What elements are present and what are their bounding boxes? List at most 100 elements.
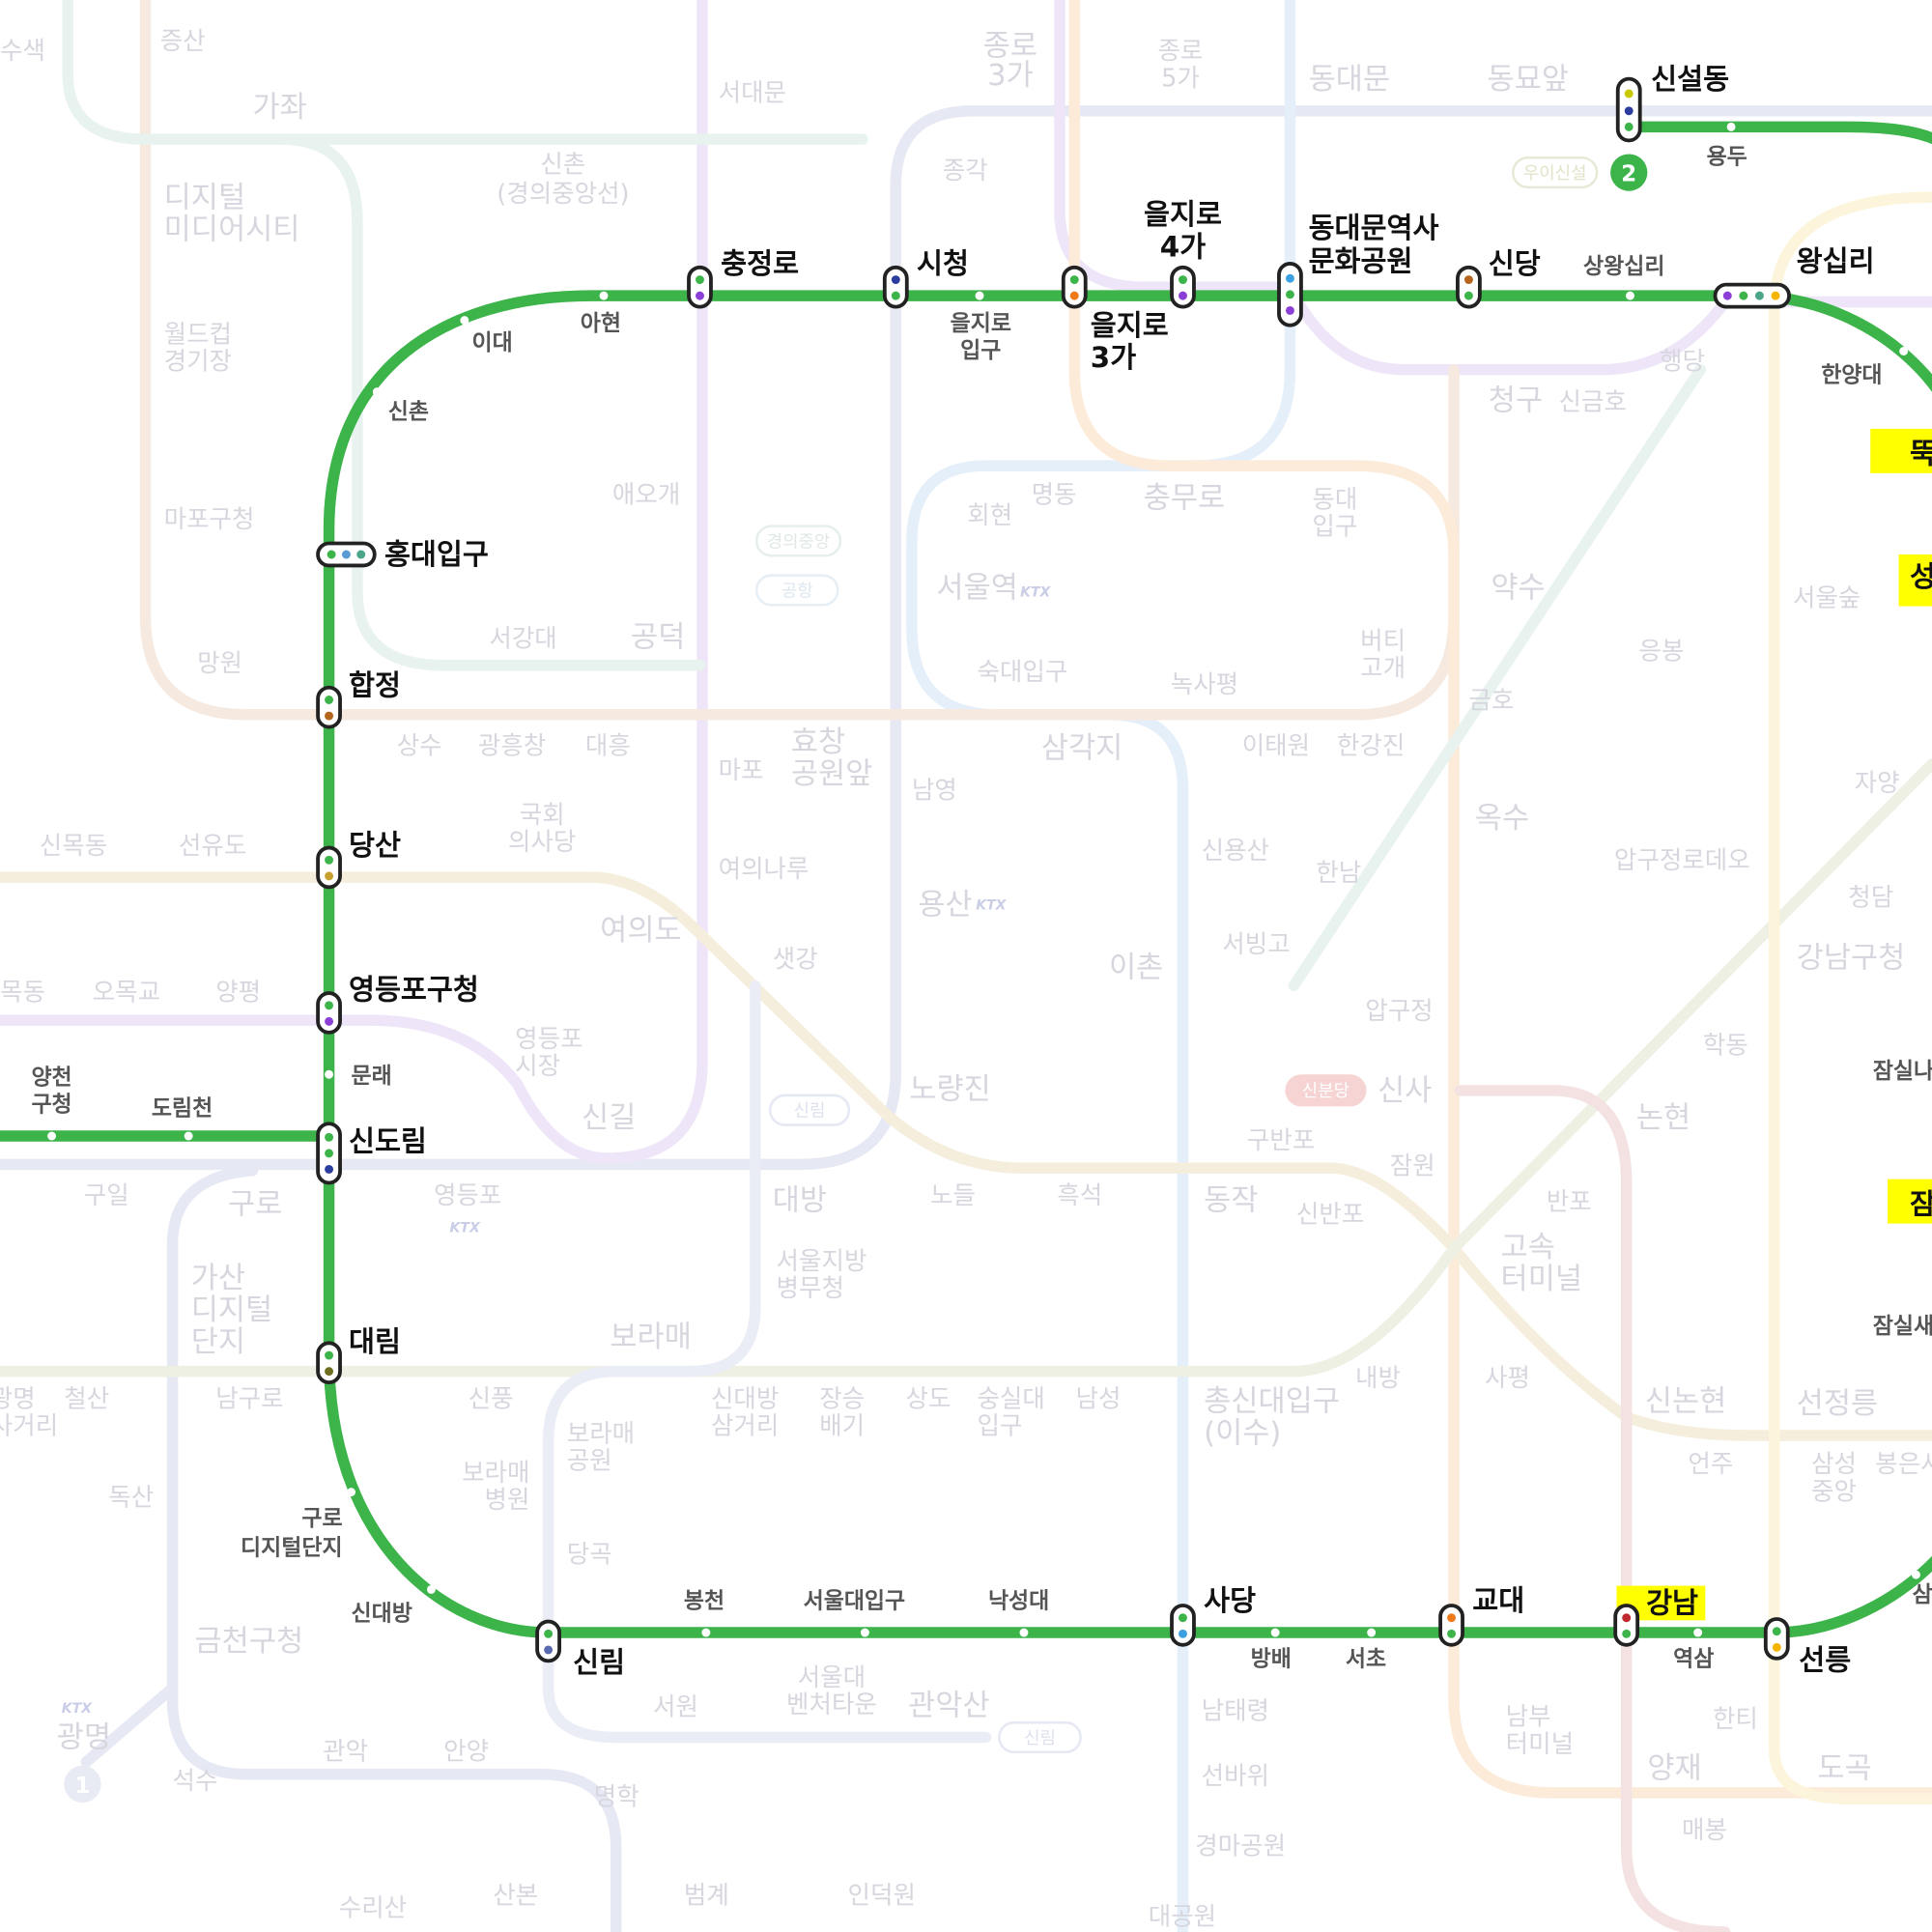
station-yeongdeungpo-gu-office[interactable]: 영등포구청 [349, 973, 479, 1006]
station-dot[interactable] [460, 316, 469, 326]
badge-shinbundang: 신분당 [1302, 1081, 1350, 1101]
station-sindang[interactable]: 신당 [1489, 247, 1541, 280]
transfer-sillim[interactable] [535, 1619, 561, 1663]
station-city-hall[interactable]: 시청 [917, 247, 969, 280]
bg-station: 산본 [493, 1882, 538, 1911]
station-dot[interactable] [47, 1131, 57, 1141]
station-seolleung[interactable]: 선릉 [1799, 1643, 1851, 1676]
station-hanyang-univ[interactable]: 한양대 [1821, 362, 1882, 387]
transfer-euljiro4ga[interactable] [1170, 265, 1196, 309]
transfer-sinseoldong[interactable] [1615, 76, 1642, 143]
transfer-euljiro3ga[interactable] [1061, 265, 1088, 309]
transfer-sindang[interactable] [1456, 265, 1482, 309]
bg-station: 압구정 [1365, 997, 1433, 1026]
station-dot[interactable] [1626, 291, 1634, 300]
station-bangbae[interactable]: 방배 [1251, 1646, 1292, 1671]
station-samseong-partial[interactable]: 삼 [1913, 1582, 1932, 1607]
station-sillim[interactable]: 신림 [573, 1646, 625, 1679]
station-dot[interactable] [701, 1628, 711, 1637]
transfer-sadang[interactable] [1170, 1604, 1196, 1647]
station-dot[interactable] [1899, 347, 1909, 355]
station-bongcheon[interactable]: 봉천 [684, 1589, 724, 1614]
station-jamsillaru-partial[interactable]: 잠실나 [1873, 1059, 1932, 1084]
transfer-ddp[interactable] [1277, 262, 1303, 327]
ktx-mark: KTX [1020, 584, 1051, 600]
station-dot[interactable] [860, 1628, 869, 1637]
station-ewha[interactable]: 이대 [472, 330, 513, 355]
transfer-seolleung[interactable] [1763, 1617, 1790, 1661]
station-daerim[interactable]: 대림 [349, 1325, 401, 1358]
transfer-hapjeong[interactable] [316, 685, 342, 729]
station-nakseongdae[interactable]: 낙성대 [988, 1589, 1049, 1614]
station-dot[interactable] [426, 1584, 436, 1594]
station-hapjeong[interactable]: 합정 [349, 668, 401, 701]
station-dot[interactable] [1726, 122, 1736, 131]
station-sindorim[interactable]: 신도림 [349, 1124, 427, 1157]
station-yeoksam[interactable]: 역삼 [1673, 1646, 1714, 1671]
station-sadang[interactable]: 사당 [1204, 1584, 1256, 1617]
station-hongik-univ[interactable]: 홍대입구 [384, 538, 489, 571]
station-dot[interactable] [599, 291, 609, 300]
station-seongsu-partial[interactable]: 성 [1910, 560, 1932, 593]
transfer-hongik-univ[interactable] [316, 541, 377, 568]
station-sangwangsimni[interactable]: 상왕십리 [1583, 254, 1664, 279]
transfer-yeongdeungpo-gu-office[interactable] [316, 991, 342, 1035]
station-dot[interactable] [372, 387, 382, 397]
station-jamsilsaenae-partial[interactable]: 잠실새 [1873, 1314, 1932, 1339]
station-dot[interactable] [1019, 1628, 1029, 1637]
station-dangsan[interactable]: 당산 [349, 829, 401, 862]
station-gangnam[interactable]: 강남 [1646, 1587, 1698, 1620]
line-1-badge: 1 [64, 1765, 101, 1804]
station-dot[interactable] [325, 1069, 334, 1079]
station-dot[interactable] [1270, 1628, 1280, 1637]
station-dot[interactable] [975, 291, 984, 300]
station-jamsil-partial[interactable]: 잠 [1910, 1187, 1932, 1220]
transfer-sindorim[interactable] [316, 1122, 342, 1185]
station-dorimcheon[interactable]: 도림천 [152, 1095, 213, 1121]
bg-station: 관악산 [908, 1690, 989, 1723]
station-yongdu[interactable]: 용두 [1707, 145, 1747, 170]
transfer-daerim[interactable] [316, 1341, 342, 1385]
station-dot[interactable] [1367, 1628, 1377, 1637]
station-sinchon[interactable]: 신촌 [388, 400, 429, 425]
bg-station: 청담 [1848, 883, 1893, 912]
station-dot[interactable] [184, 1131, 193, 1141]
station-sindaebang[interactable]: 신대방 [352, 1601, 412, 1626]
transfer-wangsimni[interactable] [1713, 282, 1791, 309]
station-dot[interactable] [1693, 1628, 1703, 1637]
bg-station: 압구정로데오 [1614, 846, 1750, 875]
station-seoul-natl-univ-of-education[interactable]: 교대 [1472, 1584, 1524, 1617]
station-dot[interactable] [347, 1488, 355, 1497]
transfer-dangsan[interactable] [316, 845, 342, 890]
station-seocho[interactable]: 서초 [1346, 1646, 1386, 1671]
station-chungjeongno[interactable]: 충정로 [721, 247, 799, 280]
transfer-seoul-natl-univ-of-education[interactable] [1438, 1604, 1464, 1647]
bg-station: 망원 [197, 649, 242, 678]
station-sinseoldong[interactable]: 신설동 [1651, 63, 1729, 96]
station-ahyeon[interactable]: 아현 [581, 311, 621, 336]
bg-station: 동작 [1204, 1184, 1258, 1218]
station-mullae[interactable]: 문래 [352, 1064, 392, 1089]
station-dot[interactable] [1911, 1570, 1920, 1579]
transfer-gangnam[interactable] [1613, 1604, 1640, 1647]
transfer-chungjeongno[interactable] [687, 265, 713, 309]
transfer-city-hall[interactable] [882, 265, 909, 309]
bg-station: 신용산 [1202, 837, 1269, 866]
station-seoul-natl-univ[interactable]: 서울대입구 [804, 1589, 906, 1614]
line-2-badge: 2 [1610, 154, 1648, 191]
station-wangsimni[interactable]: 왕십리 [1797, 245, 1875, 278]
station-ttukseom-partial[interactable]: 뚝 [1910, 438, 1932, 470]
bg-station: 사평 [1485, 1364, 1530, 1393]
bg-station: 신금호 [1559, 388, 1627, 417]
